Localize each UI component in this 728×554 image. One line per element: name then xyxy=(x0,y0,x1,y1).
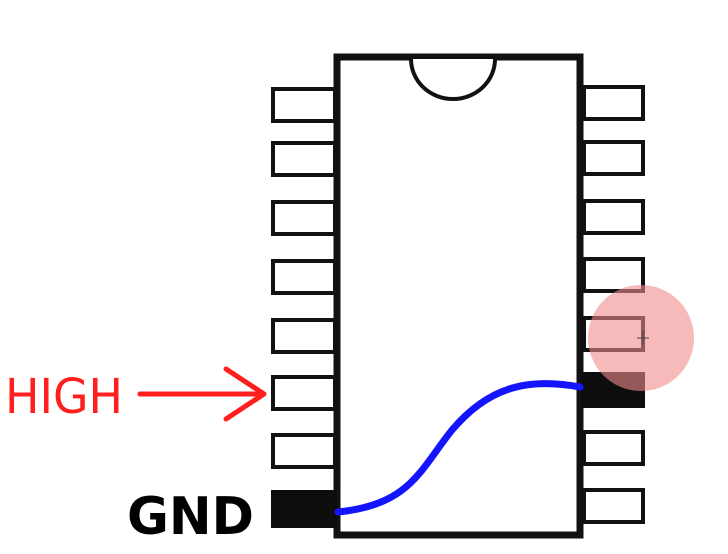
left-pin-3 xyxy=(271,200,337,236)
high-label: HIGH xyxy=(5,369,123,425)
right-pin-2 xyxy=(582,140,645,176)
left-pin-1 xyxy=(271,87,337,123)
left-pin-4 xyxy=(271,259,337,295)
left-pin-7 xyxy=(271,433,337,469)
chip-body xyxy=(333,53,584,539)
right-pin-1 xyxy=(582,85,645,121)
right-pin-7 xyxy=(582,430,645,466)
right-pin-8 xyxy=(582,488,645,524)
cursor-icon xyxy=(637,330,649,345)
high-arrow xyxy=(137,366,267,422)
left-pin-5 xyxy=(271,318,337,354)
chip-notch xyxy=(409,58,497,101)
left-pin-6-high xyxy=(271,375,337,411)
connection-wire xyxy=(334,380,584,516)
right-pin-3 xyxy=(582,199,645,235)
left-pin-2 xyxy=(271,141,337,177)
gnd-label: GND xyxy=(127,487,254,547)
left-pin-8-gnd xyxy=(271,490,337,528)
